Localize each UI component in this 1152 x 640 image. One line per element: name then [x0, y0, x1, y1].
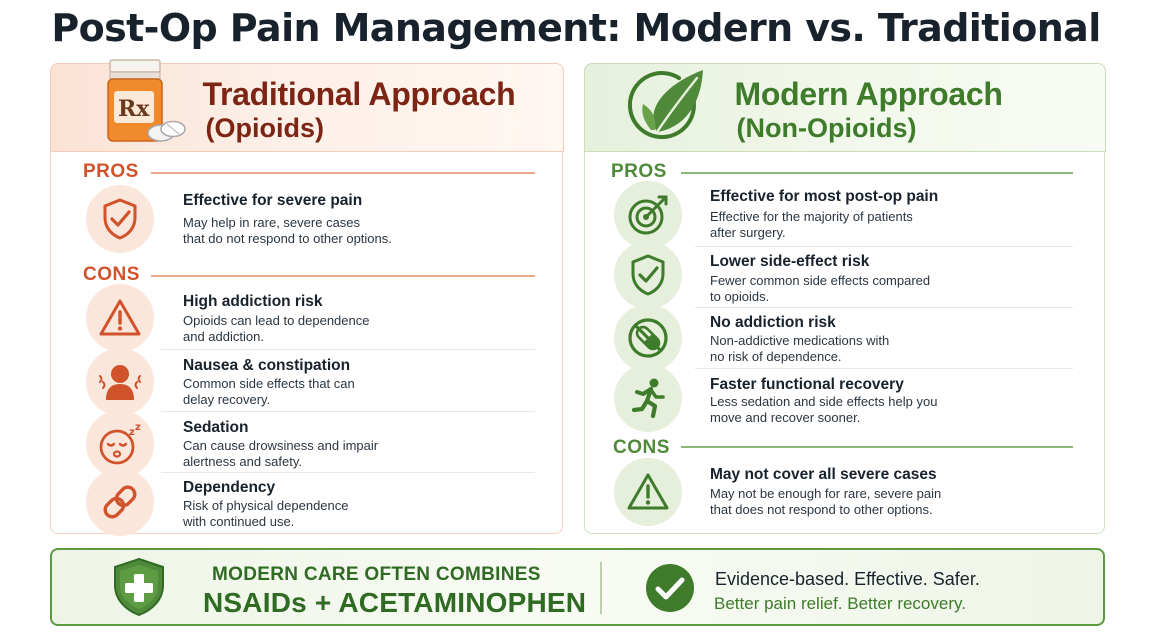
traditional-title: Traditional Approach	[202, 75, 516, 112]
item-separator	[161, 411, 535, 412]
item-separator	[695, 368, 1073, 369]
item-separator	[161, 472, 535, 473]
modern-pro-title: Effective for most post-op pain	[710, 188, 939, 205]
check-circle-icon	[644, 562, 696, 619]
modern-title: Modern Approach	[734, 75, 1003, 112]
modern-pros-divider	[681, 172, 1073, 174]
page-title: Post-Op Pain Management: Modern vs. Trad…	[51, 6, 1101, 50]
traditional-cons-divider	[151, 275, 535, 277]
modern-panel: Modern Approach (Non-Opioids) PROS Effec…	[583, 62, 1106, 534]
modern-subtitle: (Non-Opioids)	[736, 112, 917, 143]
traditional-pro-title: Effective for severe pain	[183, 192, 363, 209]
traditional-pros-divider	[151, 172, 535, 174]
svg-text:z: z	[135, 422, 141, 433]
warning-icon	[614, 458, 682, 526]
nauseous-person-icon	[86, 348, 154, 416]
leaf-icon	[627, 68, 707, 149]
chain-link-icon	[86, 468, 154, 536]
banner-text2: Better pain relief. Better recovery.	[714, 594, 966, 613]
modern-header: Modern Approach (Non-Opioids)	[583, 62, 1106, 152]
running-person-icon	[614, 364, 682, 432]
shield-check-icon	[86, 185, 154, 253]
modern-pro-title: No addiction risk	[710, 314, 836, 331]
traditional-con-title: Sedation	[183, 419, 249, 436]
traditional-panel: Rx Traditional Approach (Opioids) PROS E…	[49, 58, 564, 536]
item-separator	[695, 246, 1073, 247]
traditional-con-title: High addiction risk	[183, 293, 323, 310]
item-separator	[695, 307, 1073, 308]
traditional-header: Rx Traditional Approach (Opioids)	[49, 58, 564, 152]
summary-banner: MODERN CARE OFTEN COMBINES NSAIDs + ACET…	[50, 548, 1105, 626]
traditional-pros-label: PROS	[83, 161, 139, 182]
pill-bottle-icon: Rx	[101, 58, 187, 155]
shield-check-icon	[614, 241, 682, 309]
modern-cons-divider	[681, 446, 1073, 448]
banner-text1: Evidence-based. Effective. Safer.	[715, 569, 980, 589]
medical-shield-icon	[112, 557, 166, 622]
banner-divider	[600, 562, 602, 614]
traditional-con-title: Dependency	[183, 479, 276, 496]
modern-con-title: May not cover all severe cases	[710, 466, 937, 483]
no-pill-icon	[614, 304, 682, 372]
warning-icon	[86, 284, 154, 352]
modern-pros-label: PROS	[611, 161, 667, 182]
rx-label: Rx	[118, 96, 150, 122]
traditional-con-title: Nausea & constipation	[183, 357, 351, 374]
target-icon	[614, 181, 682, 249]
traditional-subtitle: (Opioids)	[205, 112, 324, 143]
banner-line2: NSAIDs + ACETAMINOPHEN	[203, 587, 587, 618]
modern-pro-title: Faster functional recovery	[710, 376, 904, 393]
modern-pro-title: Lower side-effect risk	[710, 253, 870, 270]
banner-line1: MODERN CARE OFTEN COMBINES	[212, 564, 541, 585]
modern-cons-label: CONS	[613, 437, 670, 458]
item-separator	[161, 349, 535, 350]
traditional-cons-label: CONS	[83, 264, 140, 285]
svg-text:z: z	[129, 427, 135, 438]
